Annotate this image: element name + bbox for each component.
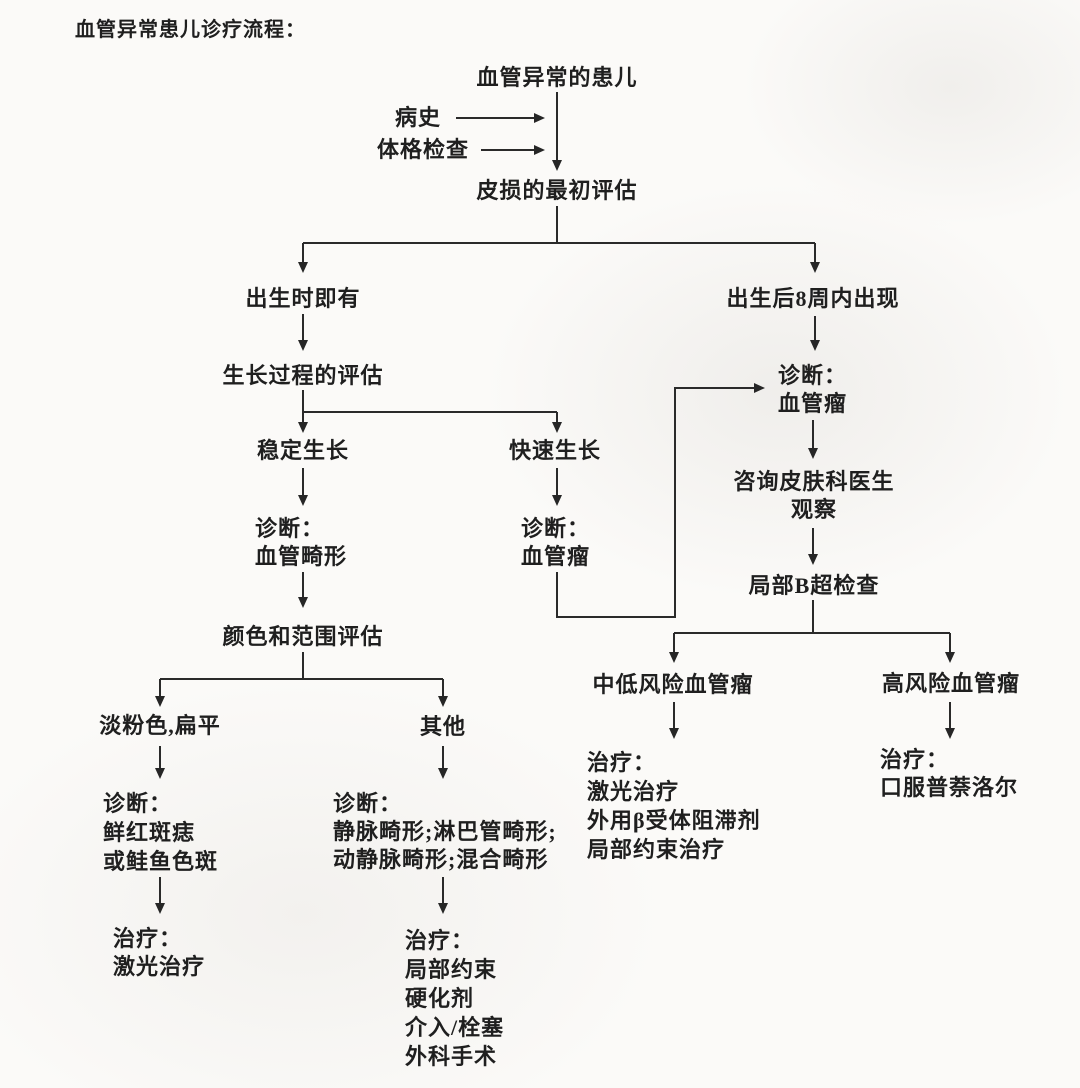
node-line: 诊断： (521, 516, 591, 541)
node-treatment-laser: 治疗： 激光治疗 (113, 925, 205, 981)
node-diagnosis-port-wine-stain: 诊断： 鲜红斑痣 或鲑鱼色斑 (103, 789, 218, 876)
node-line: 治疗： (587, 750, 657, 775)
node-rapid-growth: 快速生长 (508, 438, 602, 463)
node-diagnosis-hemangioma-right: 诊断： 血管瘤 (778, 362, 847, 418)
node-line: 血管瘤 (778, 391, 848, 416)
node-diagnosis-vascular-malformation: 诊断： 血管畸形 (255, 515, 347, 571)
node-treatment-high-risk: 治疗： 口服普萘洛尔 (880, 746, 1018, 802)
node-line: 激光治疗 (113, 954, 206, 979)
node-line: 介入/栓塞 (405, 1015, 505, 1040)
edge-color-branch-line (160, 652, 443, 680)
node-present-at-birth: 出生时即有 (245, 286, 361, 311)
node-line: 或鲑鱼色斑 (103, 849, 219, 874)
edge-rapid-hemangioma-loop-to-right-diagnosis (556, 383, 765, 618)
node-line: 激光治疗 (587, 779, 680, 804)
node-line: 局部约束 (405, 957, 498, 982)
node-line: 治疗： (880, 747, 950, 772)
node-appears-within-8-weeks: 出生后8周内出现 (726, 286, 900, 311)
node-line: 观察 (790, 497, 838, 522)
node-line: 血管畸形 (255, 544, 348, 569)
node-line: 口服普萘洛尔 (880, 775, 1019, 800)
node-mid-low-risk-hemangioma: 中低风险血管瘤 (592, 672, 754, 697)
node-line: 外用β受体阻滞剂 (587, 808, 761, 833)
node-line: 诊断： (255, 516, 325, 541)
node-line: 诊断： (778, 363, 848, 388)
node-line: 动静脉畸形;混合畸形 (333, 847, 549, 872)
node-treatment-malformations: 治疗： 局部约束 硬化剂 介入/栓塞 外科手术 (405, 926, 504, 1071)
node-line: 咨询皮肤科医生 (733, 469, 895, 494)
node-stable-growth: 稳定生长 (256, 438, 350, 463)
node-line: 治疗： (113, 926, 183, 951)
node-high-risk-hemangioma: 高风险血管瘤 (881, 671, 1021, 696)
edge-assessment-branch-line (303, 206, 815, 244)
node-treatment-mid-low-risk: 治疗： 激光治疗 外用β受体阻滞剂 局部约束治疗 (587, 748, 761, 864)
node-line: 诊断： (333, 791, 403, 816)
node-pale-pink-flat: 淡粉色,扁平 (99, 713, 221, 738)
node-line: 局部约束治疗 (587, 837, 726, 862)
node-line: 血管瘤 (521, 544, 591, 569)
node-line: 硬化剂 (405, 986, 475, 1011)
node-diagnosis-hemangioma-left: 诊断： 血管瘤 (521, 515, 590, 571)
node-initial-assessment: 皮损的最初评估 (476, 178, 638, 203)
node-other: 其他 (419, 714, 467, 739)
node-consult-dermatologist: 咨询皮肤科医生 观察 (733, 468, 894, 524)
node-patient: 血管异常的患儿 (476, 65, 638, 90)
node-diagnosis-other-malformations: 诊断： 静脉畸形;淋巴管畸形; 动静脉畸形;混合畸形 (333, 790, 557, 874)
edge-growth-branch-line (302, 390, 557, 413)
node-physical-exam: 体格检查 (377, 137, 470, 162)
node-line: 静脉畸形;淋巴管畸形; (333, 819, 557, 844)
edge-ultrasound-branch-line (674, 600, 950, 634)
node-line: 外科手术 (405, 1044, 498, 1069)
node-line: 诊断： (103, 791, 173, 816)
page-title: 血管异常患儿诊疗流程： (75, 19, 306, 41)
node-line: 鲜红斑痣 (103, 820, 196, 845)
node-line: 治疗： (405, 928, 475, 953)
node-history: 病史 (395, 105, 442, 130)
node-color-extent-assessment: 颜色和范围评估 (222, 624, 384, 649)
node-ultrasound: 局部B超检查 (748, 573, 880, 598)
node-growth-assessment: 生长过程的评估 (222, 363, 384, 388)
